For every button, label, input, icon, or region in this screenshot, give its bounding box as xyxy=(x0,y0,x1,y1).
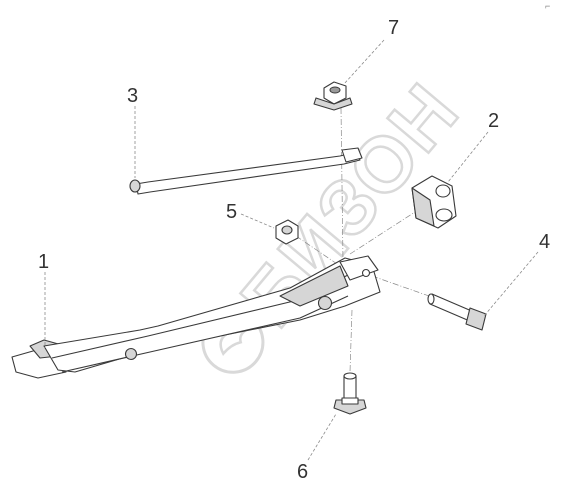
pin-tip xyxy=(427,293,435,305)
leader-2 xyxy=(447,131,489,183)
flange-nut-collar xyxy=(313,97,353,111)
part-7-flange-nut xyxy=(313,81,353,111)
leader-5 xyxy=(240,213,275,229)
leader-4 xyxy=(483,251,539,317)
part-1-bracket xyxy=(11,255,381,379)
bracket-hole-tab xyxy=(361,268,371,278)
callout-5: 5 xyxy=(226,201,237,223)
bushing-side xyxy=(411,187,435,227)
rod-body xyxy=(135,151,361,195)
axis-4 xyxy=(371,275,433,298)
bolt-neck xyxy=(341,397,359,405)
callout-4: 4 xyxy=(539,231,550,253)
part-3-rod xyxy=(129,147,363,195)
assembly-axes xyxy=(295,107,433,373)
bracket-hole-right xyxy=(317,295,333,311)
callout-3: 3 xyxy=(127,85,138,107)
part-6-bolt xyxy=(333,372,367,415)
bracket-hole-left xyxy=(124,347,138,361)
pin-head xyxy=(465,307,487,331)
axis-2 xyxy=(349,211,416,255)
callout-1: 1 xyxy=(38,251,49,273)
bushing-bottom-hole xyxy=(435,208,453,222)
bolt-tip xyxy=(343,372,357,380)
part-2-bushing xyxy=(411,175,457,229)
flange-nut-hole xyxy=(329,86,341,94)
axis-7 xyxy=(340,107,344,263)
part-5-nut xyxy=(275,219,299,245)
axis-6 xyxy=(349,309,353,373)
part-4-pin xyxy=(427,293,487,331)
callout-labels: 1 2 3 4 5 6 7 xyxy=(38,17,550,483)
callout-6: 6 xyxy=(297,461,308,483)
rod-end-left xyxy=(129,179,141,193)
axis-5 xyxy=(295,235,347,271)
nut-hole xyxy=(281,225,293,235)
callout-7: 7 xyxy=(388,17,399,39)
leader-6 xyxy=(307,413,337,461)
rod-end-right xyxy=(341,147,363,163)
watermark: БИЗОН xyxy=(201,65,477,374)
bracket-flange xyxy=(279,265,349,307)
bushing-top-hole xyxy=(435,184,451,198)
bracket-tab xyxy=(339,255,379,281)
leader-lines xyxy=(44,39,539,461)
callout-2: 2 xyxy=(488,110,499,132)
corner-mark: ⌐ xyxy=(545,1,550,11)
leader-7 xyxy=(343,39,385,85)
